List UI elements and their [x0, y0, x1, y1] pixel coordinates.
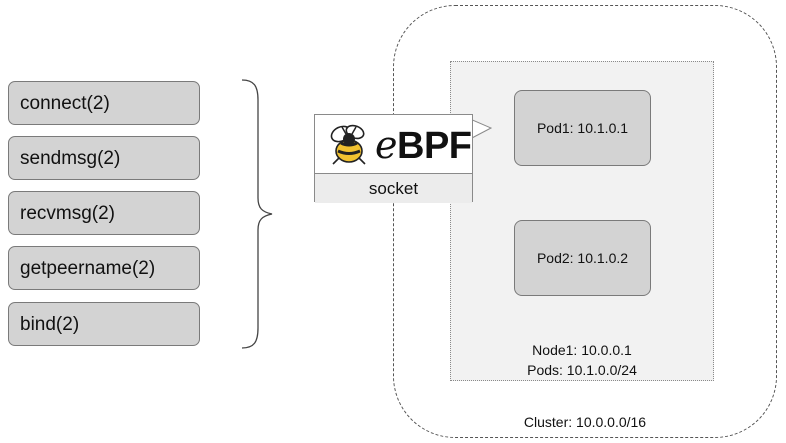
- syscall-sendmsg: sendmsg(2): [8, 136, 200, 180]
- pod1-label: Pod1: 10.1.0.1: [536, 120, 629, 136]
- ebpf-hook-label: socket: [315, 173, 472, 203]
- syscall-bind: bind(2): [8, 302, 200, 346]
- node-pods-cidr: Pods: 10.1.0.0/24: [527, 362, 637, 378]
- node-name: Node1: 10.0.0.1: [532, 342, 632, 358]
- pod1-box: Pod1: 10.1.0.1: [514, 90, 651, 166]
- ebpf-logo-area: eBPF: [315, 115, 472, 173]
- cluster-boundary: [393, 5, 777, 438]
- pod2-label: Pod2: 10.1.0.2: [536, 250, 629, 266]
- ebpf-logo-e: e: [375, 123, 398, 167]
- curly-brace: [241, 79, 273, 349]
- syscall-getpeername: getpeername(2): [8, 246, 200, 290]
- ebpf-logo-text: eBPF: [375, 123, 472, 168]
- syscall-connect: connect(2): [8, 81, 200, 125]
- callout-pointer: [470, 118, 493, 140]
- cluster-label: Cluster: 10.0.0.0/16: [523, 414, 647, 430]
- ebpf-logo-bpf: BPF: [397, 125, 472, 167]
- pod2-box: Pod2: 10.1.0.2: [514, 220, 651, 296]
- ebpf-socket-card: eBPF socket: [314, 114, 473, 203]
- syscall-recvmsg: recvmsg(2): [8, 191, 200, 235]
- bee-icon: [330, 124, 366, 165]
